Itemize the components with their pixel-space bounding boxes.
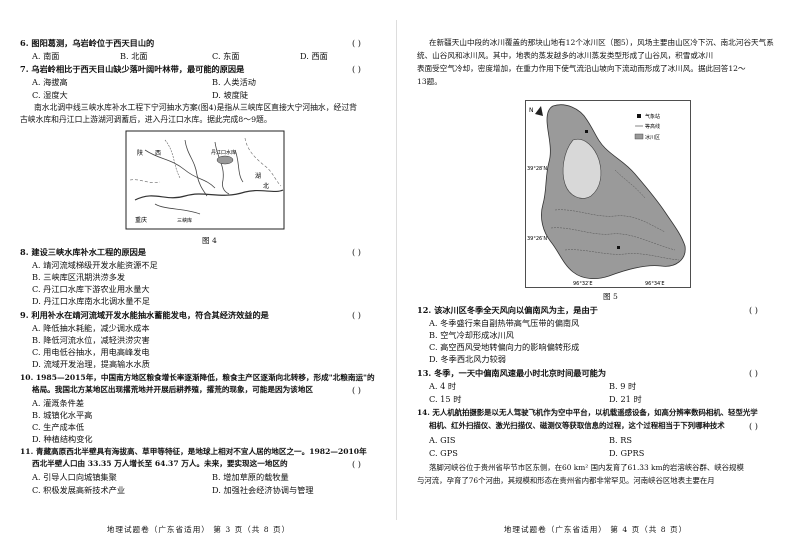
- station-marker-2: [617, 246, 620, 249]
- figure-5-caption: 图 5: [603, 292, 618, 301]
- left-page-footer: 地理试题卷（广东省适用） 第 3 页（共 8 页）: [106, 524, 291, 534]
- map-label-danjiangkou: 丹江口水库: [211, 149, 236, 156]
- figure-5-legend: 气象站 等高线 冰川区: [634, 113, 660, 141]
- q9-option-d: D. 流域开发治理，提高输水水质: [32, 359, 150, 369]
- q8-paren: ( ): [352, 247, 361, 257]
- q9-option-c: C. 用电低谷抽水，用电高峰发电: [32, 347, 150, 357]
- q6-option-b: B. 北面: [120, 51, 148, 61]
- q6-option-d: D. 西面: [300, 51, 328, 61]
- right-page-footer: 地理试题卷（广东省适用） 第 4 页（共 8 页）: [503, 524, 688, 534]
- lat-label-1: 39°28′N: [527, 166, 547, 172]
- q6-option-c: C. 东面: [212, 51, 240, 61]
- map-label-shaanxi-2: 西: [155, 150, 161, 157]
- q6-option-a: A. 南面: [32, 51, 60, 61]
- q10-line-2: 格局。我国北方某地区出现撂荒地并开展后耕养殖，撂荒的现象，可能是因为该地区: [32, 385, 313, 394]
- right-intro-line-3: 表面受空气冷却，密度增加，在重力作用下使气流沿山坡向下流动而形成了冰川风。据此回…: [417, 64, 746, 73]
- q7-text: 7. 乌岩岭相比于西天目山缺少落叶阔叶林带，最可能的原因是: [20, 64, 245, 74]
- q13-paren: ( ): [749, 368, 758, 378]
- q10-paren: ( ): [352, 385, 361, 395]
- q6-paren: ( ): [352, 38, 361, 48]
- q13-option-c: C. 15 时: [429, 394, 462, 404]
- q8-option-b: B. 三峡库区汛期洪涝多发: [32, 272, 126, 282]
- lon-label-1: 96°32′E: [573, 281, 593, 287]
- q11-paren: ( ): [352, 459, 361, 469]
- q12-option-c: C. 高空西风受地转偏向力的影响偏转形成: [429, 342, 580, 352]
- q12-option-d: D. 冬季西北风力较弱: [429, 354, 506, 364]
- q13-option-d: D. 21 时: [609, 394, 642, 404]
- page-divider: [396, 20, 397, 520]
- q11-line-2: 西北半壁人口由 33.35 万人增长至 64.37 万人。未来，要实现这一地区的: [32, 459, 288, 468]
- map-label-sanxia: 三峡库: [177, 217, 192, 224]
- q6-text: 6. 图阳葛测，乌岩岭位于西天目山的: [20, 38, 155, 48]
- legend-glacier: 冰川区: [645, 134, 660, 141]
- station-marker-1: [585, 130, 588, 133]
- q14-paren: ( ): [749, 421, 758, 431]
- q11-option-d: D. 加强社会经济协调与管理: [212, 485, 314, 495]
- q11-option-a: A. 引导人口向城镇集聚: [32, 472, 117, 482]
- right-intro-line-1: 在新疆天山中段的冰川覆盖的那块山地有12个冰川区（图5），风场主要由山区冷下沉、…: [429, 38, 774, 47]
- q13-text: 13. 冬季，一天中偏南风速最小时北京时间最可能为: [417, 368, 607, 378]
- q11-option-c: C. 积极发展高新技术产业: [32, 485, 126, 495]
- q10-option-d: D. 种植结构变化: [32, 434, 93, 444]
- figure-4-map: 陕 西 湖 北 重庆 丹江口水库 三峡库: [125, 130, 285, 230]
- q12-option-b: B. 空气冷却形成冰川风: [429, 330, 514, 340]
- lon-label-2: 96°34′E: [645, 281, 665, 287]
- q7-option-b: B. 人类活动: [212, 77, 256, 87]
- q7-paren: ( ): [352, 64, 361, 74]
- q14-option-a: A. GIS: [429, 435, 456, 445]
- right-intro-line-2: 统、山谷风和冰川风。其中，地表的蒸发越多的冰川蒸发类型形成了山谷风，积雪或冰川: [417, 51, 714, 60]
- q8-option-d: D. 丹江口水库南水北调水量不足: [32, 296, 150, 306]
- q10-option-a: A. 灌溉条件差: [32, 398, 85, 408]
- q14-line-1: 14. 无人机航拍摄影是以无人驾驶飞机作为空中平台，以机载遥感设备，如高分辨率数…: [417, 408, 758, 417]
- q8-option-c: C. 丹江口水库下游农业用水量大: [32, 284, 150, 294]
- intro-line-1: 南水北调中线三峡水库补水工程下宁河抽水方案(图4)是指从三峡库区直接大宁河抽水，…: [34, 103, 357, 112]
- q8-text: 8. 建设三峡水库补水工程的原因是: [20, 247, 147, 257]
- figure-4-caption: 图 4: [202, 236, 217, 245]
- q8-option-a: A. 靖河流域梯级开发水能资源不足: [32, 260, 158, 270]
- legend-contour: 等高线: [645, 123, 660, 130]
- q13-option-a: A. 4 时: [429, 381, 457, 391]
- q10-line-1: 10. 1985—2015年，中国南方地区粮食增长率逐渐降低，粮食主产区逐渐向北…: [20, 373, 375, 382]
- q12-option-a: A. 冬季盛行来自副热带高气压带的偏南风: [429, 318, 580, 328]
- figure-5-map: N 气象站 等高线 冰川区 39°28′N 39°26′N 96°32′E 96…: [525, 100, 691, 288]
- map-label-hubei-1: 湖: [255, 172, 261, 180]
- map-label-chongqing: 重庆: [135, 216, 147, 224]
- map-label-hubei-2: 北: [263, 182, 269, 190]
- q10-option-c: C. 生产成本低: [32, 422, 85, 432]
- right-intro-line-4: 13题。: [417, 77, 442, 86]
- north-arrow-icon: N: [529, 106, 543, 116]
- intro-line-2: 古峡水库和丹江口上游湖河调蓄后，进入丹江口水库。据此完成8～9题。: [20, 115, 272, 124]
- left-page: 6. 图阳葛测，乌岩岭位于西天目山的 ( ) A. 南面 B. 北面 C. 东面…: [20, 38, 375, 534]
- q9-option-b: B. 降低河流水位，减轻洪涝灾害: [32, 335, 150, 345]
- q14-option-d: D. GPRS: [609, 448, 645, 458]
- q9-paren: ( ): [352, 310, 361, 320]
- q13-option-b: B. 9 时: [609, 381, 637, 391]
- q14-option-c: C. GPS: [429, 448, 458, 458]
- lat-label-2: 39°26′N: [527, 236, 547, 242]
- legend-station: 气象站: [645, 113, 660, 120]
- q12-paren: ( ): [749, 305, 758, 315]
- q7-option-a: A. 海拔高: [32, 77, 68, 87]
- q10-option-b: B. 城镇化水平高: [32, 410, 93, 420]
- map-label-shaanxi-1: 陕: [137, 149, 143, 157]
- q14-line-2: 相机、红外扫描仪、激光扫描仪、磁测仪等获取信息的过程，这个过程相当于下列哪种技术: [429, 421, 725, 430]
- right-page: 在新疆天山中段的冰川覆盖的那块山地有12个冰川区（图5），风场主要由山区冷下沉、…: [397, 0, 794, 543]
- q9-option-a: A. 降低抽水耗能，减少调水成本: [32, 323, 150, 333]
- q11-option-b: B. 增加草原的载牧量: [212, 472, 289, 482]
- svg-text:N: N: [529, 107, 534, 114]
- q9-text: 9. 利用补水在靖河流域开发水能抽水蓄能发电，符合其经济效益的是: [20, 310, 269, 320]
- q11-line-1: 11. 青藏高原西北半壁具有海拔高、草甲等特征，是地球上相对不宜人居的地区之一。…: [20, 447, 367, 456]
- right-intro2-line-2: 与河流，孕育了76个河曲，其规模和形态在贵州省内都非常罕见。河南峡谷区地表主要在…: [417, 476, 715, 485]
- q14-option-b: B. RS: [609, 435, 632, 445]
- q7-option-c: C. 湿度大: [32, 90, 68, 100]
- q12-text: 12. 该冰川区冬季全天风向以偏南风为主，是由于: [417, 305, 598, 315]
- q7-option-d: D. 坡度陡: [212, 90, 249, 100]
- right-intro2-line-1: 落脚河峡谷位于贵州省毕节市区东侧，在60 km² 国内发育了61.33 km的岩…: [429, 463, 744, 472]
